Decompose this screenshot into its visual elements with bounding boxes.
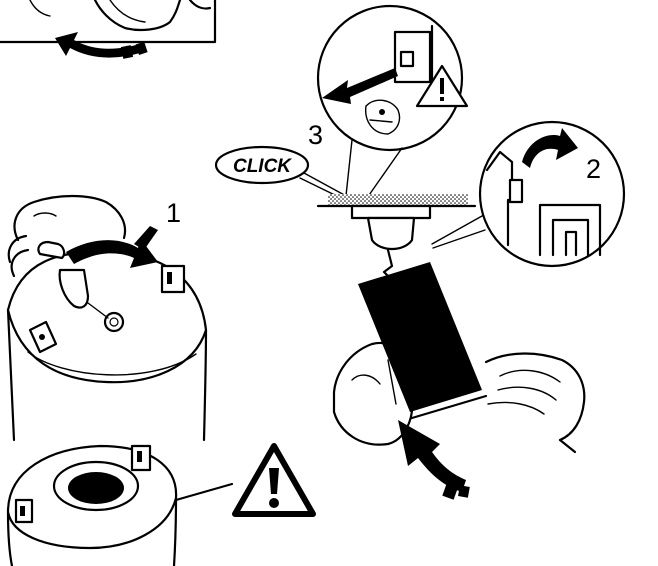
cylinder-lower — [8, 446, 232, 566]
step-2-label: 2 — [586, 154, 601, 184]
push-up-arrow-icon — [398, 420, 470, 500]
step-3-label: 3 — [308, 120, 323, 150]
rotate-arrow-icon — [55, 32, 148, 59]
cylinder-upper — [8, 252, 206, 440]
click-callout: CLICK — [216, 147, 348, 200]
clip-lower-left — [16, 500, 32, 522]
filter-cartridge — [358, 262, 486, 418]
top-left-inset-panel — [0, 0, 215, 59]
base-plate — [318, 194, 475, 282]
detail-circle-step3 — [318, 6, 467, 208]
lid-clip-right — [162, 266, 184, 292]
step-1-label: 1 — [166, 198, 181, 228]
clip-detail — [395, 26, 432, 90]
clip-lower-right — [132, 446, 150, 470]
caution-warning-icon — [235, 446, 313, 514]
click-label: CLICK — [233, 156, 292, 177]
